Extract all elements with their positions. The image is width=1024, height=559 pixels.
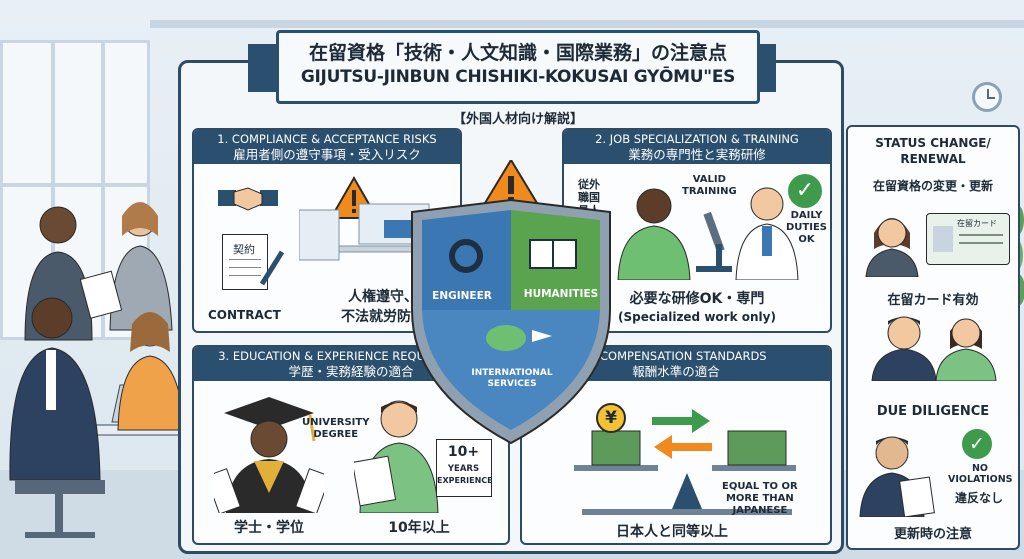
cert-line1: 10+ bbox=[447, 444, 480, 460]
valid-training-line2: TRAINING bbox=[682, 186, 737, 197]
shield-emblem bbox=[411, 160, 611, 445]
trainer-illustration bbox=[735, 187, 799, 280]
university-degree-label: UNIVERSITY DEGREE bbox=[302, 417, 369, 441]
panel-compensation-title-jp: 報酬水準の適合 bbox=[632, 364, 720, 379]
renewal-note: 更新時の注意 bbox=[893, 527, 972, 542]
degree-label: 学士・学位 bbox=[234, 520, 304, 536]
contract-document-icon: 契約 bbox=[222, 234, 268, 290]
foreign-worker-illustration bbox=[617, 188, 691, 280]
daily-duties-label: DAILY DUTIES OK bbox=[786, 210, 827, 246]
daily-duties-line2: DUTIES bbox=[786, 222, 827, 233]
status-title-jp: 在留資格の変更・更新 bbox=[872, 179, 993, 193]
panel-education-title-jp: 学歴・実務経験の適合 bbox=[288, 364, 414, 379]
applicant-woman-illustration bbox=[865, 218, 919, 277]
panel-job-header: 2. JOB SPECIALIZATION & TRAINING 業務の専門性と… bbox=[564, 130, 830, 164]
compliance-note-1: 人権遵守、 bbox=[348, 289, 418, 305]
no-violations-jp: 違反なし bbox=[954, 491, 1003, 505]
panel-education-title-en: 3. EDUCATION & EXPERIENCE REQUIREMENTS bbox=[218, 349, 484, 363]
cert-line3: EXPERIENCE bbox=[437, 476, 493, 485]
balance-scale-icon bbox=[574, 409, 796, 515]
title-jp: 在留資格「技術・人文知識・国際業務」の注意点 bbox=[308, 42, 727, 64]
contract-label: CONTRACT bbox=[208, 308, 281, 322]
shield-intl-line1: INTERNATIONAL bbox=[471, 368, 553, 378]
residence-card-text: 在留カード bbox=[957, 219, 997, 228]
university-line2: DEGREE bbox=[313, 429, 359, 440]
cert-line2: YEARS bbox=[447, 464, 480, 474]
daily-duties-line1: DAILY bbox=[790, 210, 823, 221]
compensation-note: 日本人と同等以上 bbox=[616, 524, 728, 540]
due-diligence-people-illustration bbox=[871, 316, 997, 381]
due-diligence-label: DUE DILIGENCE bbox=[876, 404, 990, 419]
residence-card-icon: 在留カード bbox=[926, 213, 1010, 265]
panel-compliance-title-jp: 雇用者側の遵守事項・受入リスク bbox=[233, 147, 421, 162]
equal-line1: EQUAL TO OR bbox=[722, 481, 798, 492]
status-title: STATUS CHANGE/ RENEWAL bbox=[848, 135, 1018, 167]
ceiling-beam bbox=[150, 20, 1024, 28]
yen-coin-icon: ¥ bbox=[596, 403, 626, 433]
equal-line2: MORE THAN bbox=[725, 493, 794, 504]
no-violation-check-icon: ✓ bbox=[962, 429, 992, 459]
contract-doc-title: 契約 bbox=[233, 243, 255, 256]
status-title-line2: RENEWAL bbox=[900, 152, 966, 166]
check-icon: ✓ bbox=[788, 174, 822, 208]
worker-label-line2: 職国 bbox=[578, 191, 600, 204]
status-title-line1: STATUS CHANGE/ bbox=[875, 136, 991, 150]
panel-job-title-jp: 業務の専門性と実務研修 bbox=[628, 147, 766, 162]
shield-humanities-label: HUMANITIES bbox=[523, 288, 599, 300]
experience-label: 10年以上 bbox=[388, 520, 450, 536]
graduate-illustration bbox=[214, 397, 324, 513]
valid-training-label: VALID TRAINING bbox=[682, 174, 737, 198]
compliance-note-2: 不法就労防止 bbox=[341, 309, 425, 325]
subtitle: 【外国人材向け解説】 bbox=[452, 112, 583, 127]
shield-international-label: INTERNATIONAL SERVICES bbox=[460, 368, 564, 390]
no-violations-label: NO VIOLATIONS bbox=[948, 463, 1013, 485]
title-en: GIJUTSU-JINBUN CHISHIKI-KOKUSAI GYŌMU"ES bbox=[300, 67, 736, 87]
experience-certificate-icon: 10+ YEARS EXPERIENCE bbox=[436, 439, 493, 497]
valid-training-line1: VALID bbox=[692, 174, 726, 185]
shield-engineer-label: ENGINEER bbox=[432, 290, 492, 302]
panel-compliance-title-en: 1. COMPLIANCE & ACCEPTANCE RISKS bbox=[217, 132, 437, 146]
renewal-man-illustration bbox=[859, 436, 935, 517]
microscope-icon bbox=[696, 211, 732, 272]
experienced-worker-illustration bbox=[354, 400, 439, 513]
clock-icon bbox=[972, 82, 1002, 112]
office-people-illustration bbox=[9, 202, 190, 538]
panel-status-renewal: STATUS CHANGE/ RENEWAL 在留資格の変更・更新 在留カード … bbox=[846, 125, 1020, 550]
title-banner: 在留資格「技術・人文知識・国際業務」の注意点 GIJUTSU-JINBUN CH… bbox=[276, 30, 760, 104]
no-violations-line2: VIOLATIONS bbox=[948, 474, 1013, 485]
card-valid-label: 在留カード有効 bbox=[887, 293, 979, 308]
training-note-jp: 必要な研修OK・専門 bbox=[629, 291, 765, 307]
handshake-icon bbox=[218, 187, 278, 211]
training-note-en: (Specialized work only) bbox=[618, 310, 776, 324]
worker-label-line1: 従外 bbox=[578, 178, 600, 191]
shield-intl-line2: SERVICES bbox=[487, 379, 537, 389]
panel-compensation-title-en: 4. COMPENSATION STANDARDS bbox=[585, 349, 767, 363]
equal-label: EQUAL TO OR MORE THAN JAPANESE bbox=[722, 481, 798, 517]
pen-icon bbox=[259, 250, 285, 286]
panel-job-title-en: 2. JOB SPECIALIZATION & TRAINING bbox=[595, 132, 799, 146]
daily-duties-line3: OK bbox=[798, 234, 815, 245]
no-violations-line1: NO bbox=[971, 463, 989, 474]
equal-line3: JAPANESE bbox=[732, 505, 788, 516]
panel-compliance-header: 1. COMPLIANCE & ACCEPTANCE RISKS 雇用者側の遵守… bbox=[194, 130, 460, 164]
university-line1: UNIVERSITY bbox=[302, 417, 370, 428]
